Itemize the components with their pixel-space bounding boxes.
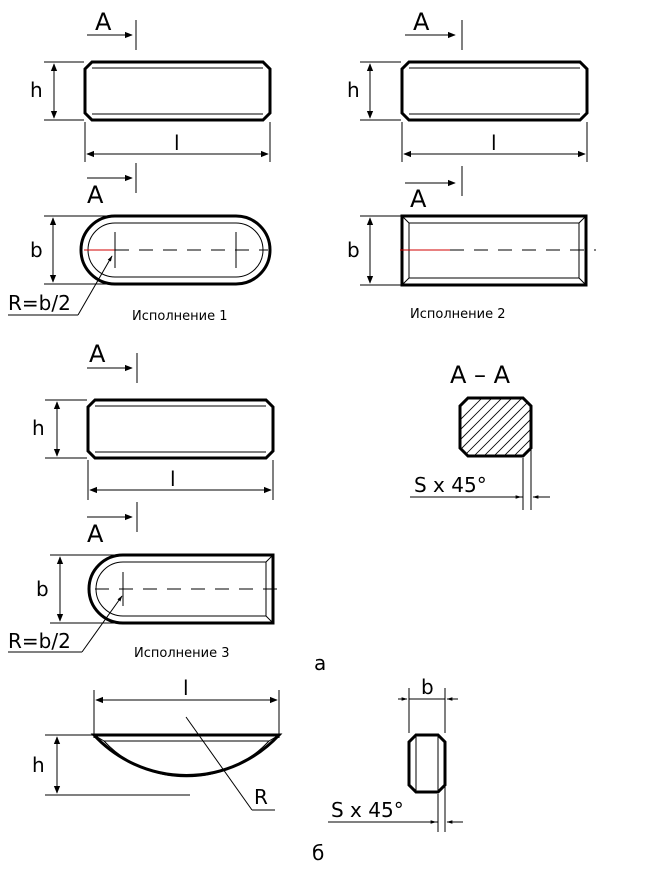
variant-2-caption: Исполнение 2 [410, 307, 505, 322]
section-mark-a: A [87, 520, 104, 548]
dim-b: b [30, 238, 43, 262]
subfigure-b-label: б [312, 841, 324, 865]
radius-label: R [254, 785, 268, 809]
dim-l: l [174, 131, 180, 155]
subfigure-a-label: а [314, 651, 326, 675]
section-mark-a: A [413, 8, 430, 36]
dim-l: l [491, 131, 497, 155]
section-mark-a: A [87, 181, 104, 209]
section-a-a: A – A S x 45° [410, 361, 550, 510]
segment-key-side-view: l h R [32, 676, 283, 811]
variant-1-caption: Исполнение 1 [132, 309, 227, 324]
dim-h: h [32, 753, 45, 777]
segment-key-end-view: b S x 45° [328, 675, 463, 832]
dim-b: b [421, 675, 434, 699]
section-mark-a: A [89, 340, 106, 368]
variant-3-top-view: b R=b/2 Исполнение 3 [8, 553, 284, 661]
radius-label: R=b/2 [8, 629, 71, 653]
variant-3-side-view: A h l A [32, 340, 275, 548]
chamfer-label: S x 45° [414, 473, 487, 497]
variant-2-top-view: b Исполнение 2 [347, 214, 596, 322]
variant-3-caption: Исполнение 3 [134, 646, 229, 661]
dim-b: b [36, 577, 49, 601]
dim-h: h [30, 78, 43, 102]
chamfer-label: S x 45° [331, 798, 404, 822]
dim-h: h [347, 78, 360, 102]
radius-label: R=b/2 [8, 291, 71, 315]
dim-l: l [170, 467, 176, 491]
dim-h: h [32, 416, 45, 440]
dim-b: b [347, 238, 360, 262]
section-view-title: A – A [450, 361, 511, 389]
section-mark-a: A [410, 185, 427, 213]
variant-1-side-view: A h l A [30, 8, 272, 209]
variant-1-top-view: b R=b/2 Исполнение 1 [8, 214, 272, 324]
dim-l: l [183, 676, 189, 700]
variant-2-side-view: A h l A [347, 8, 589, 213]
section-mark-a: A [95, 8, 112, 36]
